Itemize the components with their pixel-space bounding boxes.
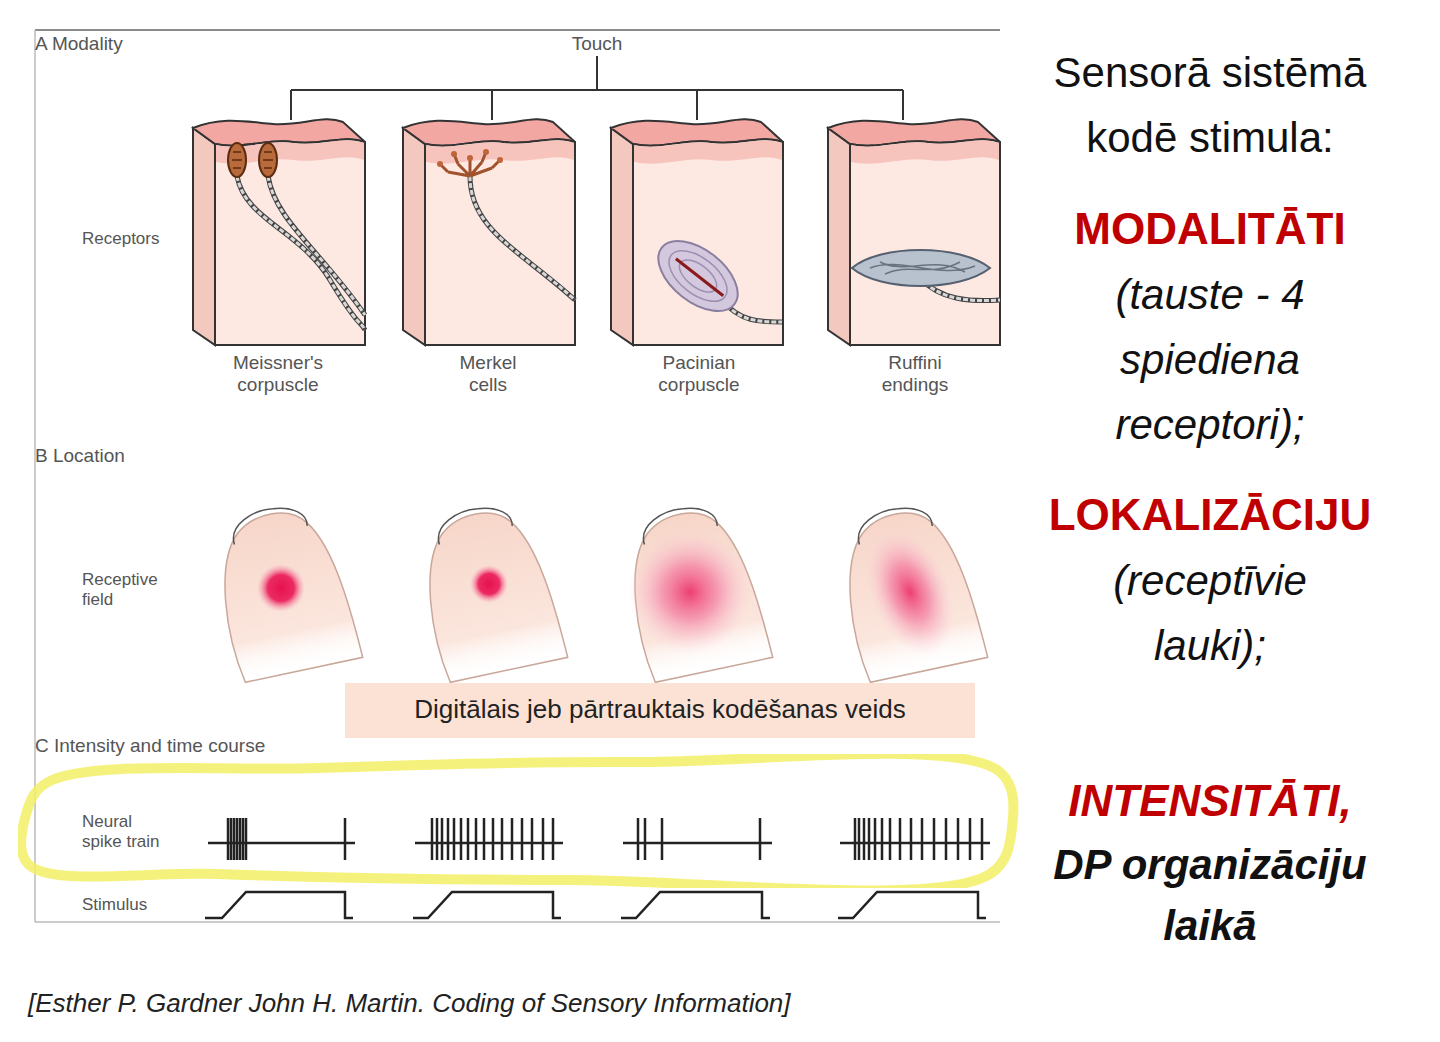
finger-outline [208, 501, 363, 683]
finger-outline [833, 501, 988, 683]
node-text: Digitālais jeb pārtrauktais kodēšanas ve… [345, 694, 975, 725]
skin-block [828, 119, 1000, 345]
capsule-layer [646, 227, 751, 325]
spike-train [415, 818, 563, 860]
coding-point: MODALITĀTI [1030, 200, 1390, 257]
spike-train [623, 818, 772, 860]
figure-label: Merkel cells [448, 352, 528, 397]
nerve-fiber [470, 176, 575, 300]
ruffini-strands [870, 262, 975, 274]
stimulus-trace [621, 892, 770, 918]
ruffini-capsule [852, 250, 990, 286]
highlight-stroke [21, 754, 1013, 888]
spike-train [840, 818, 990, 860]
figure-label: B Location [35, 445, 275, 468]
fingertips [207, 496, 988, 683]
skin-block [403, 119, 575, 345]
nerve-fiber [237, 176, 365, 330]
node-text: Neural spike train [82, 812, 172, 853]
capsule-core [676, 259, 723, 296]
merkel-cell [467, 155, 473, 161]
frame-line [35, 921, 1000, 923]
figure-label: A Modality [35, 33, 275, 56]
pacinian-capsule [646, 227, 751, 325]
nerve-fiber [237, 176, 365, 330]
coding-point: (receptīvie lauki); [1060, 548, 1360, 678]
stimulus-traces [205, 892, 986, 918]
source-caption: [Esther P. Gardner John H. Martin. Codin… [28, 988, 1008, 1019]
receptive-field [470, 565, 508, 603]
coding-point: DP organizāciju laikā [1020, 835, 1400, 957]
merkel-cell [497, 157, 503, 163]
spike-train [208, 818, 355, 860]
pacinian-receptor [646, 227, 782, 325]
nerve-fiber [268, 176, 365, 315]
fingertip [617, 496, 773, 683]
frame-line [35, 29, 1000, 31]
fingertip [412, 496, 568, 683]
touch-bracket [291, 56, 903, 120]
spike-trains [208, 818, 990, 860]
bracket-line [291, 56, 903, 120]
capsule-detail [232, 152, 273, 168]
figure-label: Pacinian corpuscle [644, 352, 754, 397]
figure-label: C Intensity and time course [35, 735, 435, 758]
coding-note-box: Digitālais jeb pārtrauktais kodēšanas ve… [345, 683, 975, 738]
figure-label: Meissner's corpuscle [213, 352, 343, 397]
fingertip [832, 496, 988, 683]
meissner-receptor [228, 143, 365, 330]
stimulus-trace [205, 892, 353, 918]
skin-block [193, 119, 365, 345]
stimulus-trace [413, 892, 561, 918]
fingernail [229, 502, 309, 545]
capsule-layer [660, 241, 736, 311]
ruffini-receptor [852, 250, 1000, 301]
merkel-receptor [437, 149, 575, 300]
stimulus-trace [838, 892, 986, 918]
coding-point: INTENSITĀTI, [1030, 772, 1390, 829]
figure-label: Stimulus [82, 895, 192, 915]
receptive-field [628, 530, 752, 654]
skin-block [611, 119, 783, 345]
fingertip [207, 496, 363, 683]
finger-outline [618, 501, 773, 683]
highlight-outline [18, 754, 1020, 888]
highlight-loop: Neural spike train [18, 754, 1020, 888]
fingernail [434, 502, 514, 545]
figure-label: Receptors [82, 229, 192, 249]
coding-point: LOKALIZĀCIJU [1010, 486, 1410, 543]
frame [35, 30, 1000, 922]
merkel-cell [437, 161, 443, 167]
merkel-disc [440, 152, 500, 176]
nerve-fiber [268, 176, 365, 315]
merkel-cell [451, 151, 457, 157]
slide-title: Sensorā sistēmā kodē stimula: [1010, 40, 1410, 170]
receptive-field [257, 564, 305, 612]
finger-outline [413, 501, 568, 683]
figure-label: Receptive field [82, 570, 172, 610]
merkel-cell [483, 149, 489, 155]
coding-point: (tauste - 4 spiediena receptori); [1060, 262, 1360, 457]
skin-blocks [193, 119, 1000, 345]
figure-label: Touch [547, 33, 647, 56]
nerve-fiber [470, 176, 575, 300]
receptive-field [848, 516, 972, 668]
figure-label: Ruffini endings [870, 352, 960, 397]
